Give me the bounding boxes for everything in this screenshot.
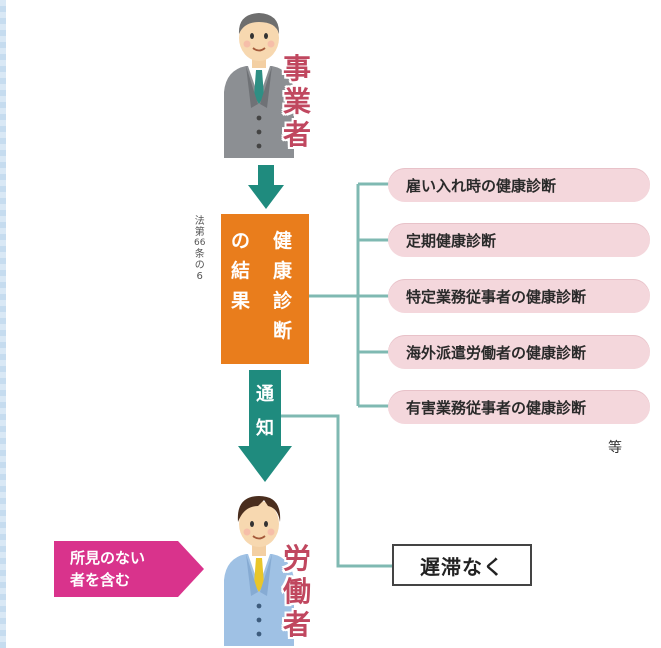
employer-figure-icon xyxy=(224,13,294,158)
page-edge-decoration xyxy=(0,0,6,648)
checkup-item: 海外派遣労働者の健康診断 xyxy=(388,335,650,369)
arrow-down-icon xyxy=(238,446,292,482)
etc-label: 等 xyxy=(608,440,622,456)
result-box-right-column: 健 康 診 断 xyxy=(273,230,293,342)
worker-label: 労 働 者 xyxy=(283,542,312,641)
arrow-down-icon xyxy=(248,165,284,209)
law-reference: 法 第 66 条 の 6 xyxy=(194,216,206,282)
findings-tag-text: 所見のない 者を含む xyxy=(70,549,146,589)
checkup-item: 有害業務従事者の健康診断 xyxy=(388,390,650,424)
health-checkup-result-box: の 結 果 健 康 診 断 xyxy=(221,214,309,364)
tag-arrow-shape xyxy=(54,541,204,597)
without-delay-box: 遅滞なく xyxy=(392,544,532,586)
checkup-item: 雇い入れ時の健康診断 xyxy=(388,168,650,202)
includes-no-findings-tag: 所見のない 者を含む xyxy=(54,541,204,597)
notify-label: 通 知 xyxy=(256,384,274,439)
worker-figure-icon xyxy=(224,496,294,646)
notify-arrow-shaft xyxy=(249,370,281,450)
checkup-item: 定期健康診断 xyxy=(388,223,650,257)
result-box-left-column: の 結 果 xyxy=(231,230,251,312)
employer-label: 事 業 者 xyxy=(283,52,312,151)
checkup-item: 特定業務従事者の健康診断 xyxy=(388,279,650,313)
connector-notify-to-delay xyxy=(281,414,392,568)
